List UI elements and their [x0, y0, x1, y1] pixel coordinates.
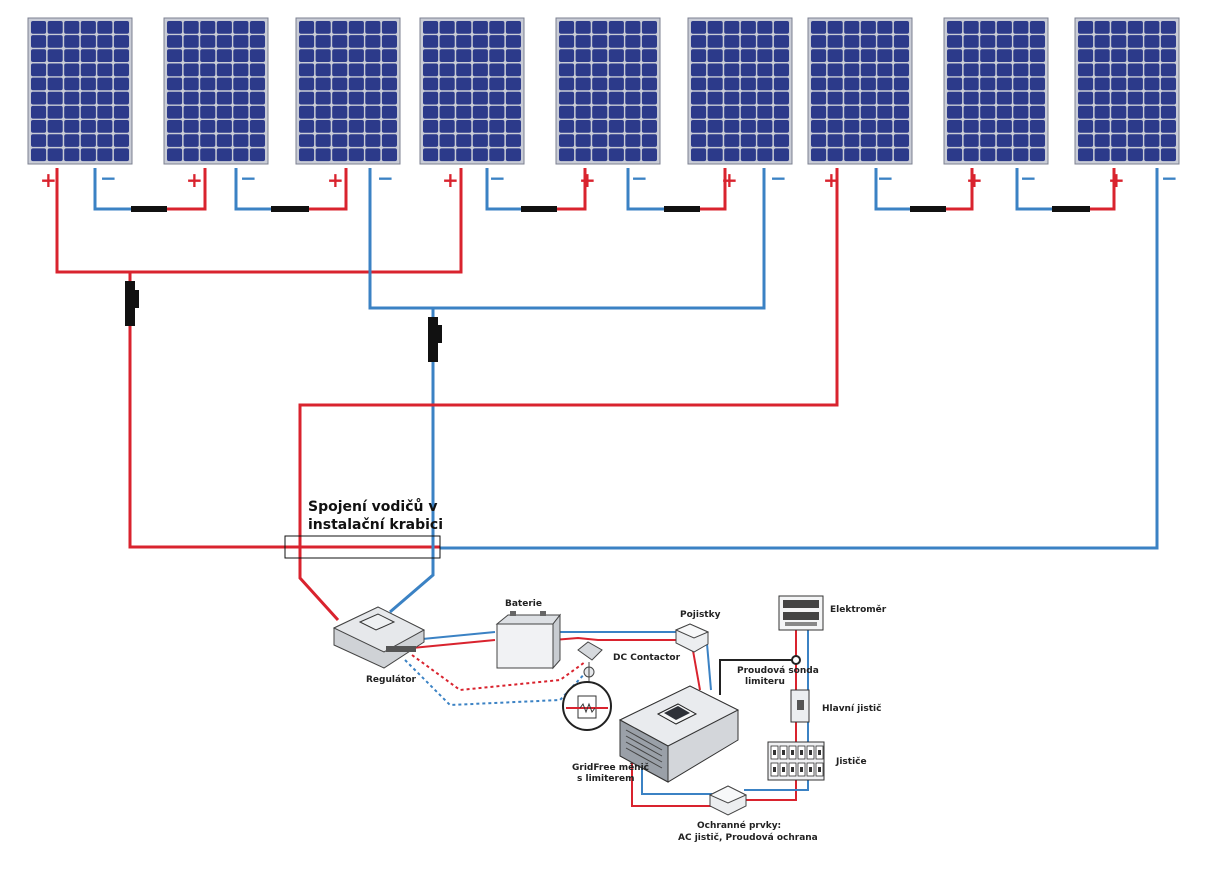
regulator-label: Regulátor — [366, 675, 417, 685]
solar-panel: +− — [295, 17, 401, 192]
y-branch-connector-negative — [428, 317, 442, 362]
mc4-connector — [521, 206, 557, 212]
breaker-toggle — [809, 767, 812, 772]
y-branch-connector-positive — [125, 281, 139, 326]
main-wires — [55, 168, 1159, 622]
protection-label-line2: AC jistič, Proudová ochrana — [678, 832, 818, 843]
protection-label-line1: Ochranné prvky: — [697, 820, 781, 831]
negative-terminal-label: − — [1161, 166, 1178, 190]
junction-box — [284, 535, 441, 559]
negative-terminal-label: − — [770, 166, 787, 190]
solar-panel: +− — [419, 17, 525, 192]
series-wires — [93, 168, 1116, 212]
dc-contactor-device — [562, 641, 612, 731]
breaker-toggle — [818, 750, 821, 755]
negative-terminal-label: − — [1020, 166, 1037, 190]
breaker-toggle — [773, 750, 776, 755]
regulator-device — [332, 606, 426, 669]
negative-terminal-label: − — [877, 166, 894, 190]
positive-terminal-label: + — [186, 168, 203, 192]
solar-panel: +− — [807, 17, 913, 192]
breaker-toggle — [791, 767, 794, 772]
positive-terminal-label: + — [40, 168, 57, 192]
solar-panel: +− — [943, 17, 1049, 192]
breaker-toggle — [809, 750, 812, 755]
positive-terminal-label: + — [579, 168, 596, 192]
solar-panel: +− — [27, 17, 133, 192]
negative-terminal-label: − — [240, 166, 257, 190]
main-breaker-label: Hlavní jistič — [822, 703, 881, 714]
dc-contactor-label: DC Contactor — [613, 653, 681, 663]
mc4-connector — [664, 206, 700, 212]
meter-label: Elektroměr — [830, 604, 887, 615]
mc4-connector — [271, 206, 309, 212]
breaker-toggle — [782, 750, 785, 755]
breaker-toggle — [773, 767, 776, 772]
solar-panel: +− — [1074, 17, 1180, 192]
positive-terminal-label: + — [1108, 168, 1125, 192]
negative-terminal-label: − — [100, 166, 117, 190]
mc4-connector — [910, 206, 946, 212]
fuses-device — [674, 623, 710, 653]
breaker-toggle — [800, 767, 803, 772]
mc4-connector — [131, 206, 167, 212]
negative-terminal-label: − — [631, 166, 648, 190]
probe-label-line2: limiteru — [745, 677, 785, 687]
breaker-toggle — [818, 767, 821, 772]
positive-terminal-label: + — [966, 168, 983, 192]
junction-label-line2: instalační krabici — [308, 517, 443, 533]
positive-terminal-label: + — [327, 168, 344, 192]
current-probe-icon — [791, 655, 801, 665]
inverter-label-line1: GridFree měnič — [572, 762, 649, 773]
solar-panel: +− — [555, 17, 661, 192]
electricity-meter-device — [778, 595, 824, 631]
solar-panel-array: +−+−+−+−+−+−+−+−+− — [27, 17, 1180, 192]
breaker-toggle — [782, 767, 785, 772]
junction-label-line1: Spojení vodičů v — [308, 498, 438, 515]
negative-terminal-label: − — [377, 166, 394, 190]
mc4-connector — [1052, 206, 1090, 212]
inverter-label-line2: s limiterem — [577, 774, 634, 784]
solar-panel: +− — [163, 17, 269, 192]
probe-label-line1: Proudová sonda — [737, 666, 819, 676]
breaker-toggle — [791, 750, 794, 755]
breakers-label: Jističe — [835, 756, 867, 767]
battery-device — [495, 611, 562, 670]
breaker-toggle — [800, 750, 803, 755]
breaker-slots — [770, 745, 824, 777]
positive-terminal-label: + — [442, 168, 459, 192]
solar-panel: +− — [687, 17, 793, 192]
fuses-label: Pojistky — [680, 610, 721, 620]
breakers-device — [767, 741, 825, 781]
protection-box-device — [708, 785, 748, 816]
battery-label: Baterie — [505, 599, 542, 609]
main-breaker-device — [790, 689, 810, 723]
gridfree-inverter-device — [618, 685, 740, 783]
negative-terminal-label: − — [489, 166, 506, 190]
